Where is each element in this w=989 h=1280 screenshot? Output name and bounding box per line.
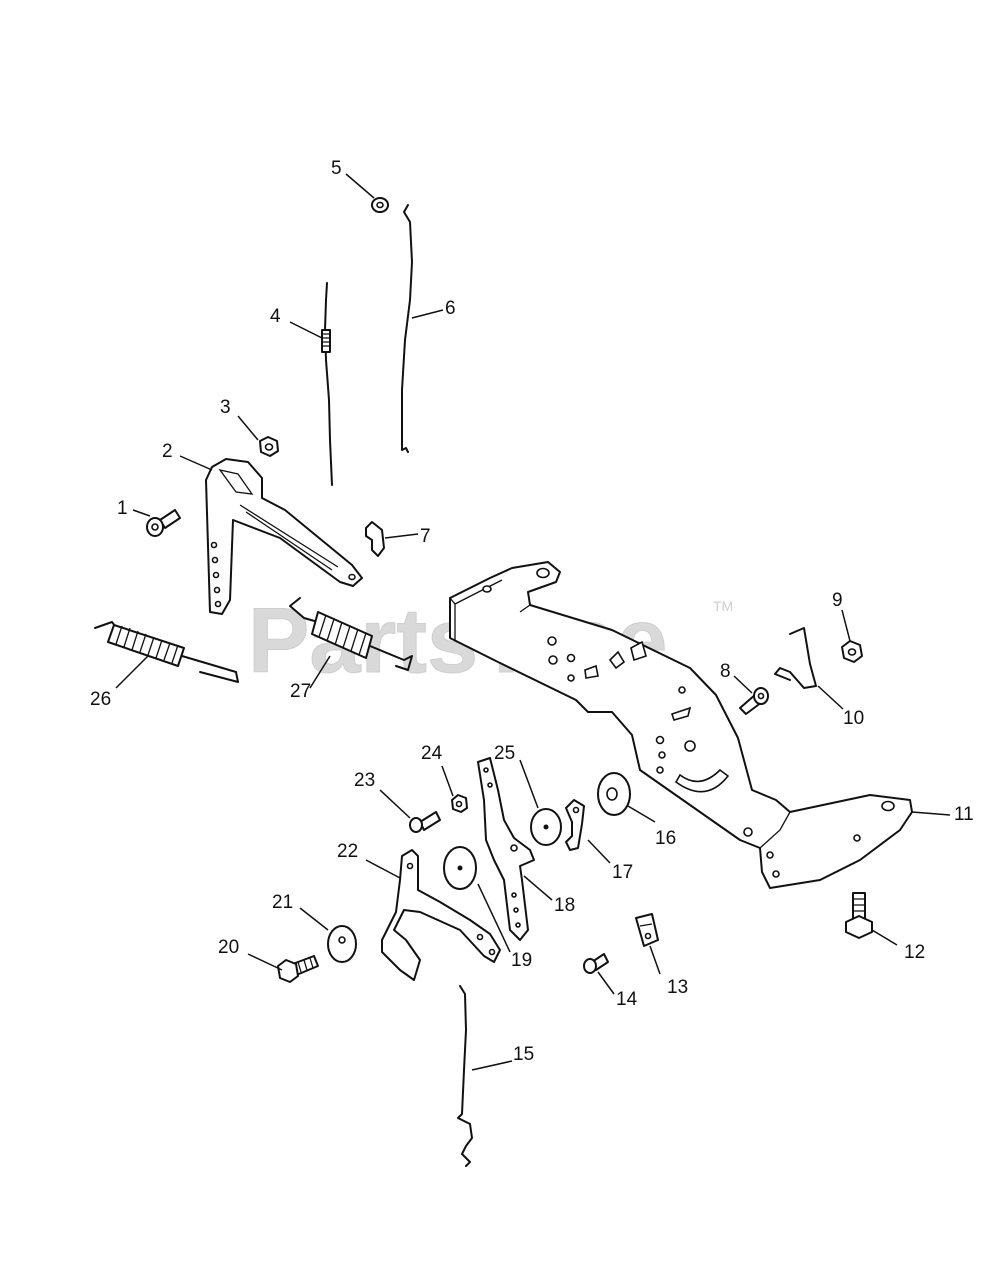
callout-24: 24 [421,743,443,764]
part-20-bolt [277,955,319,983]
callout-18: 18 [554,895,575,916]
part-3-hex-nut [259,436,279,457]
part-15-rod [457,985,473,1167]
callout-25: 25 [494,743,515,764]
part-14-bolt [583,953,609,974]
callout-8: 8 [720,661,731,682]
part-18-lever [477,757,535,941]
part-21-spacer [327,925,357,963]
callout-4: 4 [270,306,281,327]
part-6-rod [401,204,413,453]
part-2-lever [205,458,363,615]
part-9-nut [841,640,863,663]
callout-16: 16 [655,828,676,849]
part-12-bolt [845,892,873,939]
callout-11: 11 [954,804,974,825]
part-16-washer [597,772,631,816]
part-4-rod [321,282,333,486]
part-26-spring [94,621,239,683]
callout-9: 9 [832,590,843,611]
leader-lines [115,173,951,1071]
part-8-bolt [739,687,769,715]
callout-6: 6 [445,298,456,319]
callout-12: 12 [904,942,925,963]
callout-27: 27 [290,681,311,702]
callout-15: 15 [513,1044,534,1065]
callout-14: 14 [616,989,638,1010]
callout-1: 1 [117,498,128,519]
part-27-spring [289,597,413,671]
part-5-nut [371,197,389,213]
part-22-bracket [381,849,501,981]
part-7-clip [365,521,385,557]
part-13-clip [635,913,659,947]
part-23-bolt [409,811,441,833]
callout-3: 3 [220,397,231,418]
callout-13: 13 [667,977,688,998]
part-25-washer [530,808,562,846]
callout-7: 7 [420,526,431,547]
callout-23: 23 [354,770,375,791]
callout-10: 10 [843,708,864,729]
callout-21: 21 [272,892,293,913]
callout-20: 20 [218,937,239,958]
part-17-bracket [565,799,585,851]
callout-numbers: 5 6 4 3 2 1 7 8 9 10 11 12 13 14 15 16 1… [90,158,974,1065]
callout-17: 17 [612,862,633,883]
callout-19: 19 [511,950,532,971]
callout-22: 22 [337,841,358,862]
part-11-main-bracket [449,561,913,889]
callout-2: 2 [162,441,173,462]
part-10-wire-spring [774,627,817,689]
part-19-washer [443,846,477,890]
part-24-nut [451,794,468,813]
part-1-bolt [146,509,181,537]
callout-26: 26 [90,689,111,710]
watermark-trademark: TM [713,598,733,614]
callout-5: 5 [331,158,342,179]
